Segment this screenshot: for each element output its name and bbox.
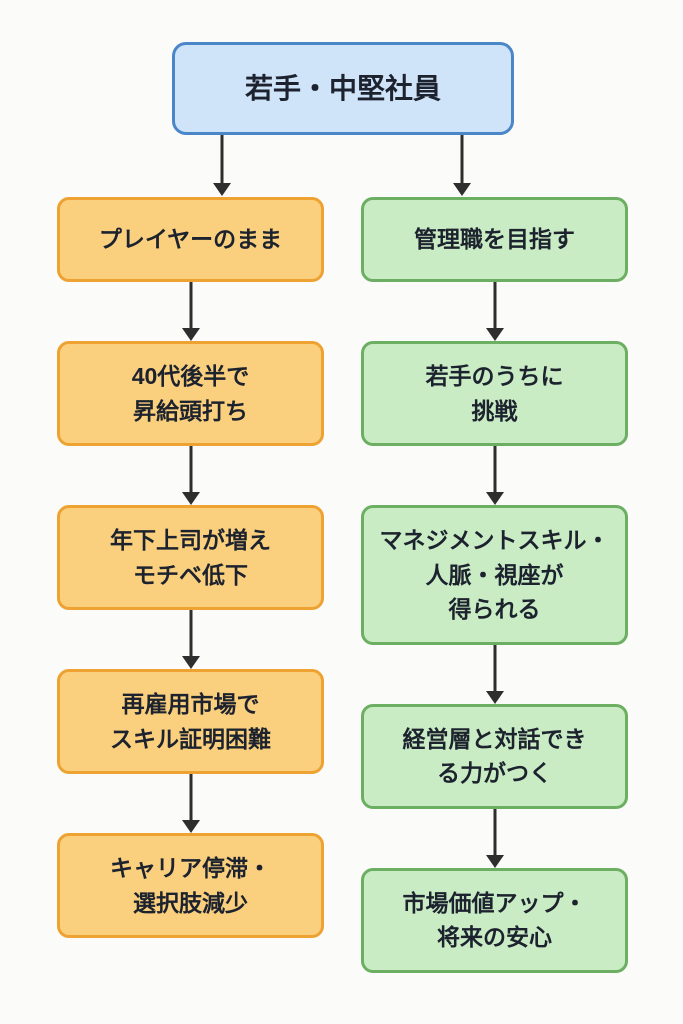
down-arrow-icon (361, 446, 628, 505)
flow-node-label: 40代後半で 昇給頭打ち (131, 363, 250, 424)
flow-node-player: プレイヤーのまま (57, 197, 324, 282)
root-node: 若手・中堅社員 (172, 42, 514, 135)
flow-node-younger-boss: 年下上司が増え モチベ低下 (57, 505, 324, 610)
flow-node-career-stagnation: キャリア停滞・ 選択肢減少 (57, 833, 324, 938)
flow-node-reemployment-difficulty: 再雇用市場で スキル証明困難 (57, 669, 324, 774)
arrow-root-to-player-icon (213, 135, 231, 196)
down-arrow-icon (361, 809, 628, 868)
down-arrow-icon (57, 282, 324, 341)
branch-player-column: プレイヤーのまま 40代後半で 昇給頭打ち 年下上司が増え モチベ低下 再雇用市… (57, 197, 324, 938)
root-node-label: 若手・中堅社員 (244, 72, 441, 104)
down-arrow-icon (361, 282, 628, 341)
down-arrow-icon (57, 446, 324, 505)
flow-node-label: 若手のうちに 挑戦 (425, 363, 564, 424)
flow-node-label: 市場価値アップ・ 将来の安心 (402, 889, 587, 951)
flow-node-label: 管理職を目指す (414, 226, 575, 253)
flow-node-gain-skills: マネジメントスキル・ 人脈・視座が 得られる (361, 505, 628, 645)
branch-management-column: 管理職を目指す 若手のうちに 挑戦 マネジメントスキル・ 人脈・視座が 得られる… (361, 197, 628, 973)
flow-node-label: プレイヤーのまま (98, 226, 283, 253)
flow-node-challenge-young: 若手のうちに 挑戦 (361, 341, 628, 446)
down-arrow-icon (361, 645, 628, 704)
flow-node-label: 経営層と対話でき る力がつく (402, 725, 587, 787)
arrow-root-to-management-icon (453, 135, 471, 196)
flow-node-market-value-up: 市場価値アップ・ 将来の安心 (361, 867, 628, 973)
flow-node-label: キャリア停滞・ 選択肢減少 (110, 855, 271, 916)
flow-node-label: 再雇用市場で スキル証明困難 (110, 691, 271, 752)
down-arrow-icon (57, 610, 324, 669)
flow-node-salary-plateau: 40代後半で 昇給頭打ち (57, 341, 324, 446)
flow-node-aim-management: 管理職を目指す (361, 197, 628, 282)
flow-node-executive-dialogue: 経営層と対話でき る力がつく (361, 703, 628, 809)
flow-node-label: 年下上司が増え モチベ低下 (110, 527, 271, 588)
down-arrow-icon (57, 774, 324, 833)
flow-node-label: マネジメントスキル・ 人脈・視座が 得られる (379, 527, 610, 622)
